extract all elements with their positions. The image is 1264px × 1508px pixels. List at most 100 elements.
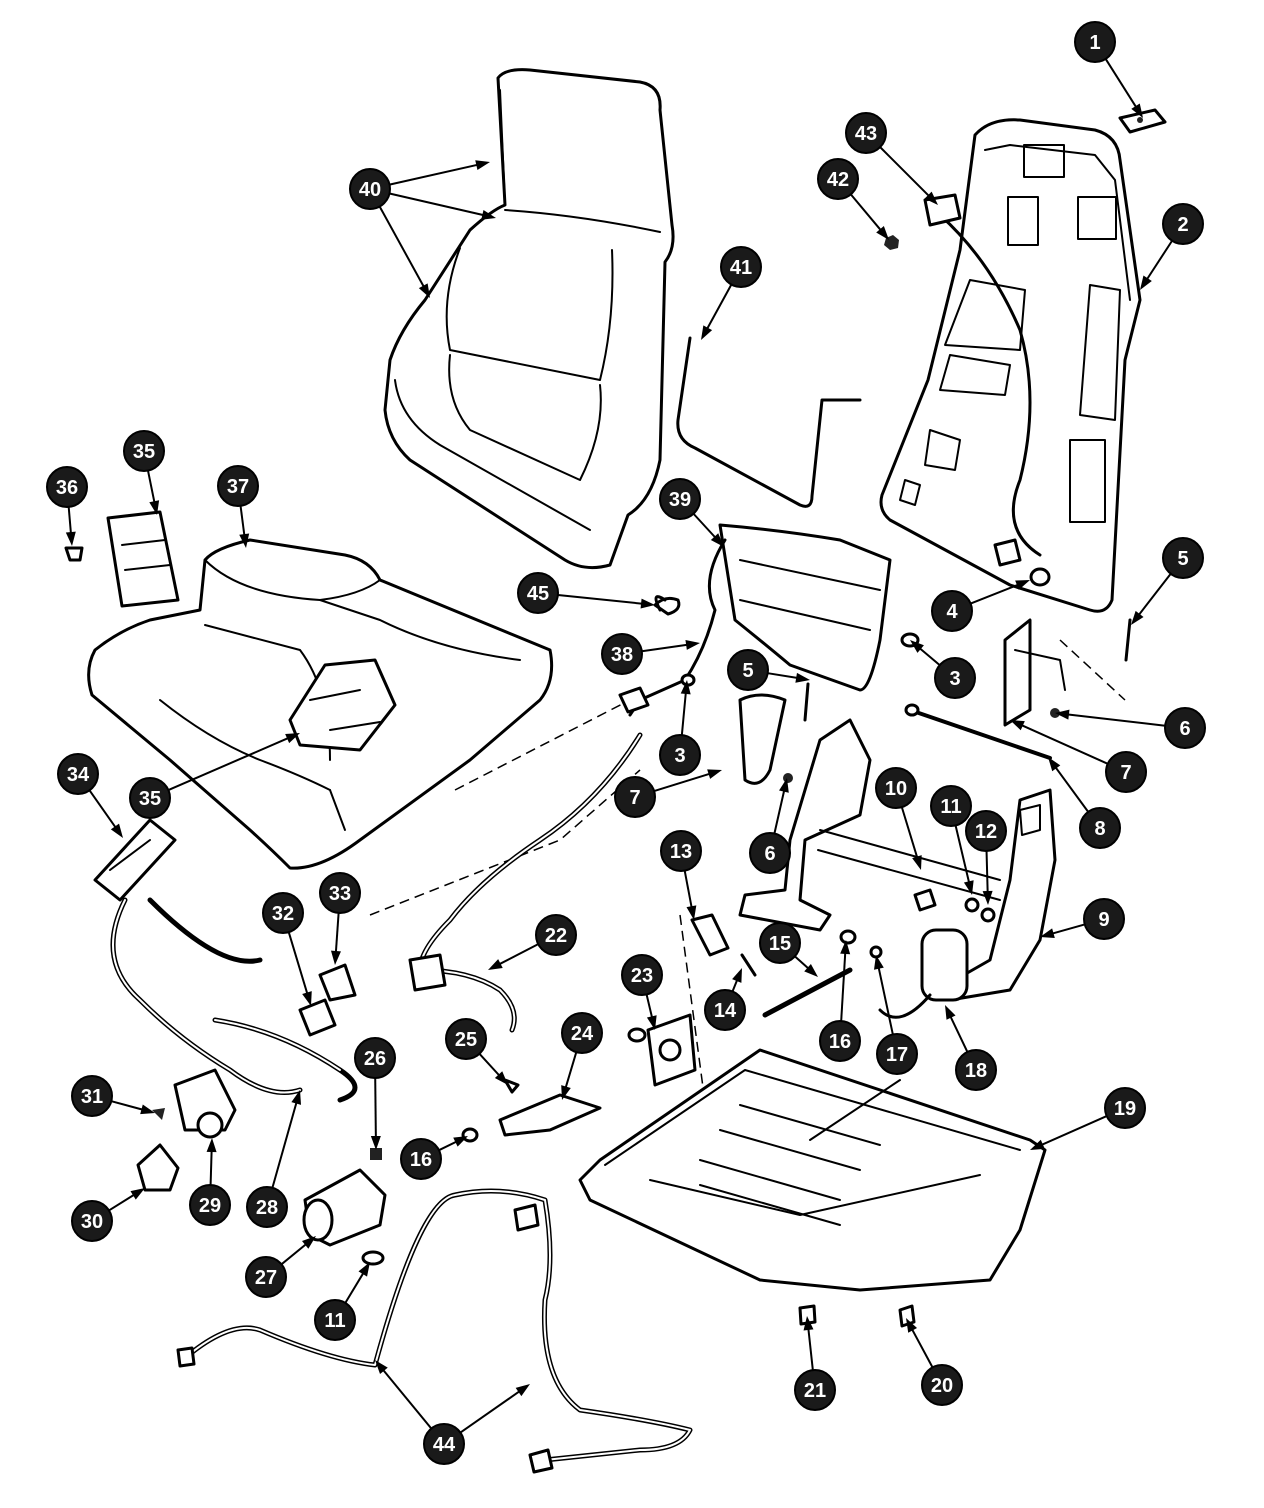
screw-part-20 (898, 1304, 916, 1328)
leader-arrow-c20 (906, 1318, 918, 1333)
leader-line-c11b (344, 1270, 366, 1304)
callout-c43: 43 (845, 112, 887, 154)
callout-c1: 1 (1074, 21, 1116, 63)
leader-line-c35a (147, 470, 156, 506)
leader-arrow-c45 (640, 598, 655, 609)
leader-line-c13 (683, 870, 694, 911)
leader-line-c6b (773, 787, 786, 834)
callout-number: 35 (133, 441, 155, 463)
leader-arrow-c40 (475, 160, 490, 170)
callout-number: 41 (730, 257, 752, 279)
leader-arrow-c21 (803, 1316, 814, 1331)
callout-circle (46, 466, 88, 508)
callout-number: 43 (855, 123, 877, 145)
leader-arrow-c28 (291, 1090, 302, 1105)
callout-circle (517, 572, 559, 614)
leader-line-c32 (287, 931, 310, 997)
leader-arrow-c12 (982, 890, 993, 905)
callout-c40: 40 (349, 168, 391, 210)
callout-number: 45 (527, 583, 549, 605)
callout-number: 26 (364, 1048, 386, 1070)
callout-circle (794, 1369, 836, 1411)
callout-c31: 31 (71, 1075, 113, 1117)
leader-arrow-c29 (206, 1138, 217, 1153)
leader-line-c40 (389, 163, 481, 186)
alignment-lines (369, 639, 1126, 1141)
callout-circle (57, 753, 99, 795)
fastener-part-10 (913, 888, 937, 912)
callout-number: 42 (827, 169, 849, 191)
motor-part-27 (302, 1168, 387, 1247)
callout-circle (601, 633, 643, 675)
leader-arrow-c7b (707, 769, 722, 779)
leader-line-c5a (1136, 573, 1172, 618)
leader-line-c40-l2 (389, 192, 487, 217)
callout-number: 39 (669, 489, 691, 511)
callout-circle (704, 989, 746, 1031)
callout-circle (749, 832, 791, 874)
callout-c8: 8 (1079, 807, 1121, 849)
seat-back-panel (879, 118, 1142, 613)
callout-c37: 37 (217, 465, 259, 507)
leader-arrow-c42 (876, 226, 889, 240)
washer-part-11 (964, 897, 980, 913)
leader-arrow-c16b (453, 1136, 468, 1147)
leader-arrow-c22 (488, 959, 503, 970)
leader-line-c7b (653, 772, 713, 793)
bolt-part-14 (740, 953, 757, 977)
callout-number: 12 (975, 821, 997, 843)
callout-number: 16 (410, 1149, 432, 1171)
callout-number: 36 (56, 477, 78, 499)
leader-line-c3a (916, 645, 941, 666)
leader-arrow-c19 (1030, 1139, 1045, 1150)
leader-line-c10 (900, 806, 920, 861)
pin-part-16 (461, 929, 857, 1143)
connector-part-32 (298, 998, 337, 1037)
leader-arrow-c34 (110, 823, 123, 838)
leader-arrow-c17 (874, 955, 884, 970)
connector-block-34 (93, 818, 177, 902)
callout-c6a: 6 (1164, 707, 1206, 749)
callout-circle (71, 1200, 113, 1242)
leader-line-c17 (877, 964, 894, 1035)
pin-part-5 (803, 618, 1132, 722)
leader-line-c41 (704, 284, 733, 332)
callout-c9: 9 (1083, 898, 1125, 940)
leader-arrow-c9 (1040, 928, 1055, 939)
callout-circle (955, 1049, 997, 1091)
callout-c28: 28 (246, 1186, 288, 1228)
callout-circle (934, 657, 976, 699)
callout-circle (217, 465, 259, 507)
leader-line-c30 (108, 1192, 138, 1212)
callout-circle (245, 1256, 287, 1298)
callout-number: 19 (1114, 1098, 1136, 1120)
leader-line-c42 (850, 193, 884, 233)
leader-arrow-c16a (840, 940, 851, 955)
leader-line-c7a (1018, 723, 1109, 765)
callout-circle (400, 1138, 442, 1180)
callout-circle (660, 830, 702, 872)
callout-c41: 41 (720, 246, 762, 288)
lumbar-support (718, 523, 892, 692)
callout-c3b: 3 (659, 734, 701, 776)
leader-line-c40-l3 (378, 206, 427, 290)
callout-number: 22 (545, 925, 567, 947)
screw-part-36 (64, 546, 84, 562)
leader-arrow-c15 (804, 963, 818, 977)
callout-c7a: 7 (1105, 751, 1147, 793)
leader-arrow-c35a (149, 500, 160, 515)
leader-arrow-c35b (285, 733, 300, 744)
leader-line-c27 (280, 1241, 309, 1266)
callout-circle (423, 1423, 465, 1465)
leader-line-c22 (496, 943, 539, 967)
callout-leaders (65, 58, 1173, 1434)
callout-number: 33 (329, 883, 351, 905)
callout-number: 35 (139, 788, 161, 810)
seat-back-cushion (383, 68, 675, 570)
leader-arrow-c26 (370, 1135, 381, 1150)
callout-c2: 2 (1162, 203, 1204, 245)
leader-line-c3b (680, 689, 688, 736)
leader-arrow-c33 (330, 950, 341, 965)
callout-number: 38 (611, 644, 633, 666)
leader-line-c16a (840, 949, 847, 1022)
